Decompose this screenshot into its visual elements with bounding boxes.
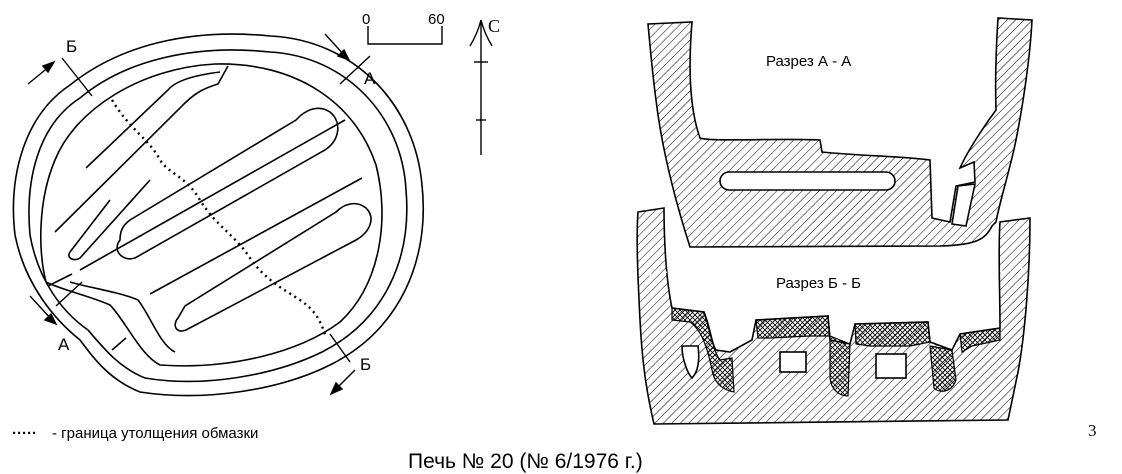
section-markers bbox=[27, 33, 371, 396]
section-label-a-bottom: А bbox=[58, 335, 70, 354]
section-aa-title: Разрез А - А bbox=[766, 53, 851, 70]
section-b-bottom-line bbox=[329, 333, 351, 363]
plaster-layer-pillar-1 bbox=[829, 335, 851, 397]
section-a-bottom-line bbox=[55, 281, 83, 307]
plan-outer-contour bbox=[12, 33, 425, 397]
section-b-bottom-arrowhead bbox=[329, 381, 344, 396]
section-aa-flue-cavity bbox=[719, 171, 896, 191]
section-bb-level-left bbox=[641, 271, 669, 277]
section-b-top-arrowhead bbox=[41, 60, 56, 74]
north-arrow-label: С bbox=[488, 16, 500, 36]
plan-chamber-contour bbox=[40, 63, 383, 367]
section-bb-title: Разрез Б - Б bbox=[776, 275, 861, 292]
figure-caption: Печь № 20 (№ 6/1976 г.) bbox=[408, 450, 643, 473]
section-label-b-top: Б bbox=[66, 37, 77, 56]
plan-inner-offset bbox=[69, 281, 176, 353]
scale-bar-end-label: 60 bbox=[428, 11, 445, 28]
plaster-layer-right bbox=[959, 327, 1001, 353]
plan-flue-2 bbox=[79, 119, 346, 271]
plan-tongue-1b bbox=[85, 71, 221, 169]
section-aa-gap bbox=[951, 183, 977, 227]
section-a-bottom-arrowhead bbox=[43, 312, 58, 326]
scale-bar bbox=[367, 26, 443, 45]
section-aa-drawing bbox=[647, 17, 1033, 248]
section-bb-level-right bbox=[999, 267, 1027, 273]
north-arrow bbox=[469, 19, 493, 155]
section-label-a-top: А bbox=[364, 69, 376, 88]
section-bb-cavity-3 bbox=[875, 353, 907, 379]
plaster-layer-mid-2 bbox=[854, 321, 931, 347]
plan-flue-3 bbox=[149, 177, 363, 295]
legend-dotted-symbol: ····· bbox=[12, 425, 37, 442]
section-label-b-bottom: Б bbox=[360, 355, 371, 374]
section-a-top-line bbox=[339, 55, 371, 85]
section-bb-plaster-layers bbox=[671, 307, 1001, 397]
plan-wall-contour bbox=[28, 49, 408, 383]
figure-number: 3 bbox=[1088, 421, 1097, 440]
plan-tongue-1 bbox=[68, 179, 151, 261]
plaster-layer-left bbox=[671, 307, 735, 393]
legend-text: - граница утолщения обмазки bbox=[52, 425, 258, 442]
plan-mouth-line-2 bbox=[111, 337, 127, 351]
plan-mouth-line-1 bbox=[47, 273, 73, 287]
oven-plan bbox=[12, 33, 425, 397]
plaster-thickening-boundary bbox=[110, 99, 328, 339]
plan-tongue-2 bbox=[116, 107, 339, 260]
plaster-layer-pillar-2 bbox=[929, 345, 957, 392]
section-bb-cavity-2 bbox=[779, 351, 807, 373]
section-bb-cavity-1 bbox=[681, 345, 700, 380]
plan-flue-1 bbox=[54, 65, 229, 233]
plaster-layer-mid-1 bbox=[755, 315, 831, 339]
section-a-top-arrowhead bbox=[336, 48, 351, 62]
section-b-top-line bbox=[61, 57, 93, 97]
plan-tongue-3 bbox=[174, 202, 372, 332]
scale-bar-start-label: 0 bbox=[362, 11, 370, 28]
